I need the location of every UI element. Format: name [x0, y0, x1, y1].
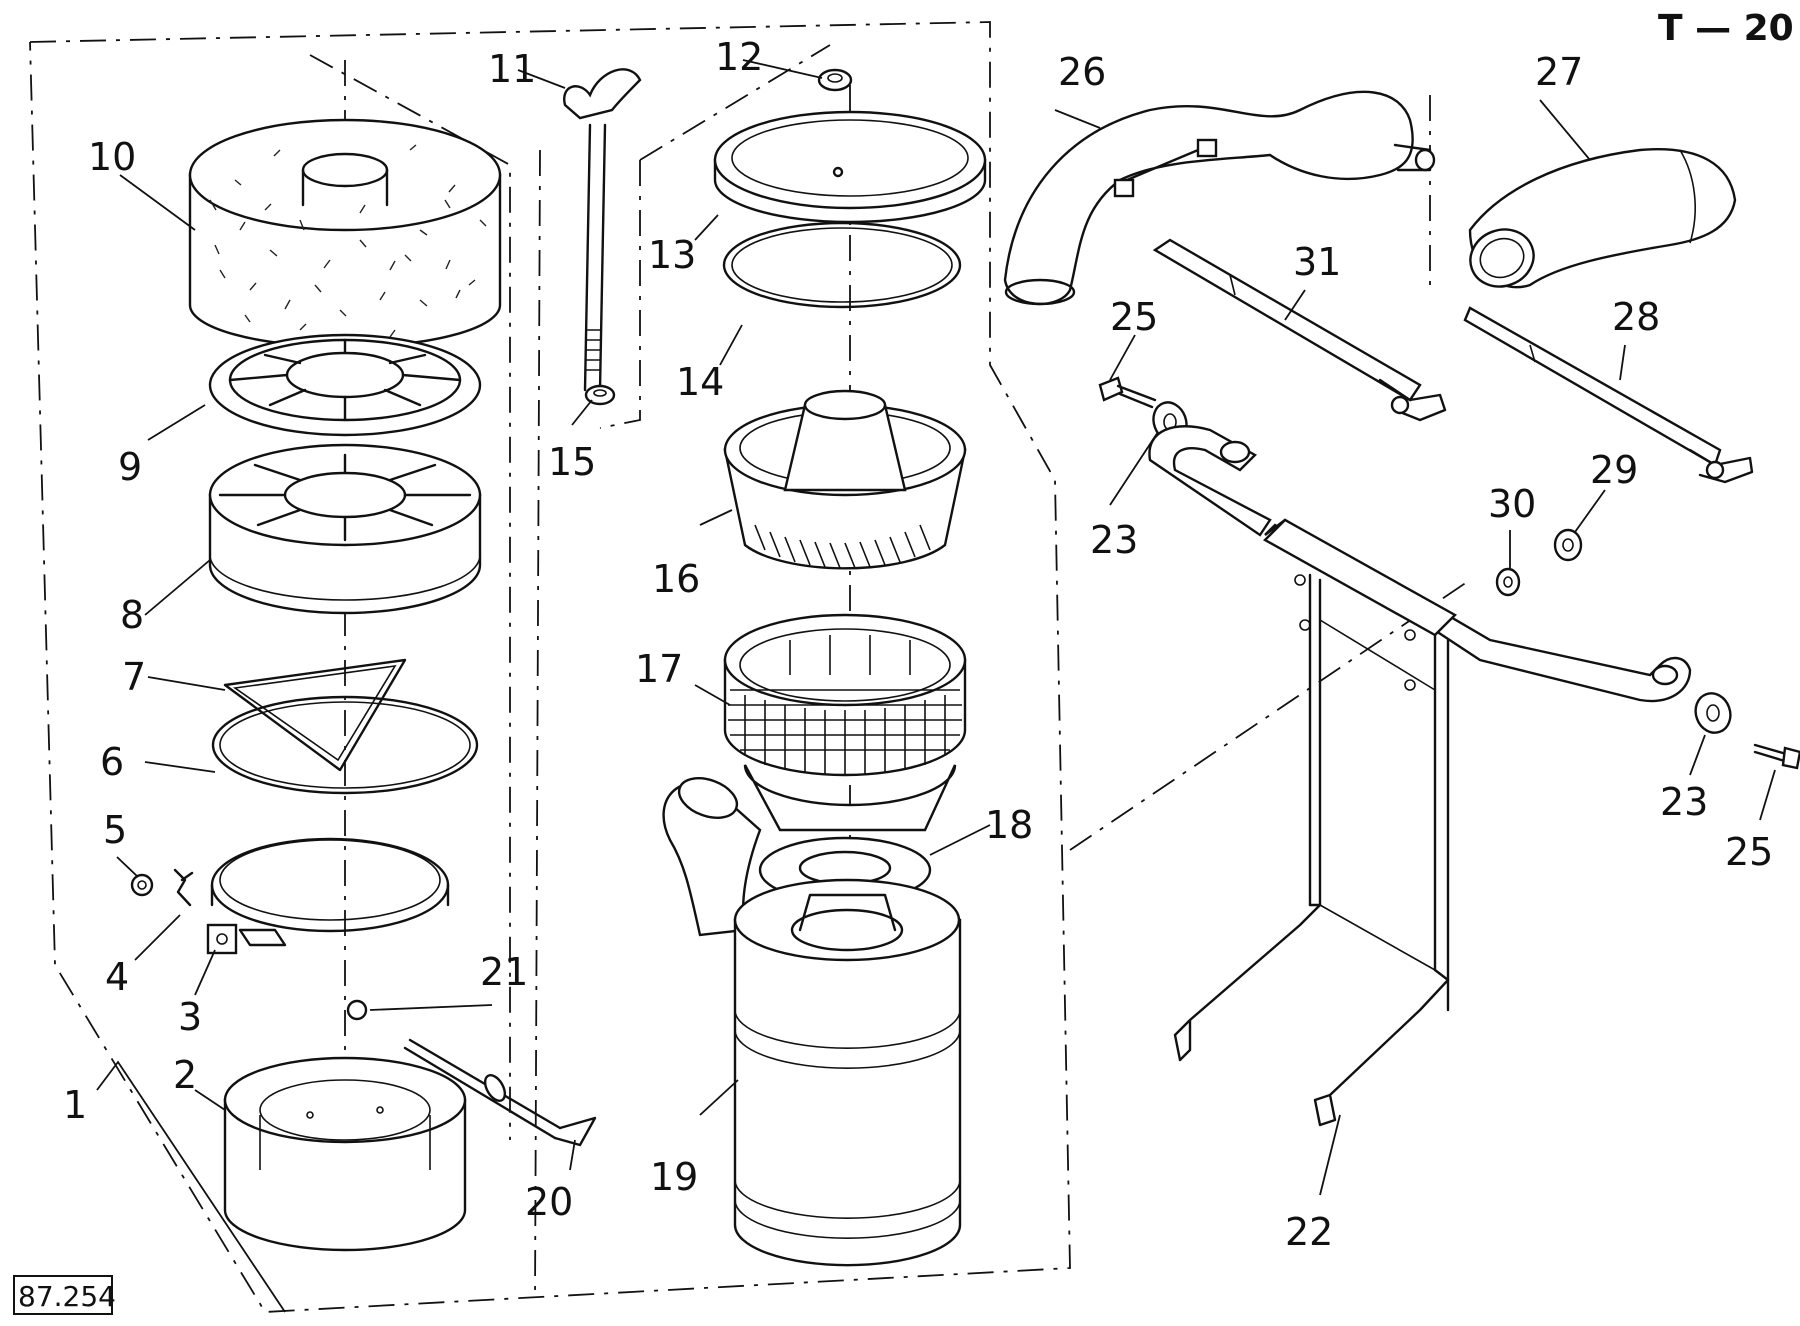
callout-3: 3: [178, 995, 202, 1039]
part-31-strap: [1152, 238, 1447, 422]
callout-22: 22: [1285, 1210, 1333, 1254]
part-8-filter-cartridge: [208, 443, 482, 615]
callout-7: 7: [122, 655, 146, 699]
callout-9: 9: [118, 445, 142, 489]
part-30-washer: [1495, 567, 1521, 597]
callout-20: 20: [525, 1180, 573, 1224]
callout-17: 17: [635, 647, 683, 691]
callout-23-top: 23: [1090, 518, 1138, 562]
leader-lines: [96, 59, 1776, 1313]
callout-30: 30: [1488, 482, 1536, 526]
part-23-spacer-right: [1694, 692, 1732, 734]
part-25-bolt-top: [1098, 376, 1157, 409]
part-15-nut: [584, 384, 616, 406]
part-6-o-ring: [211, 695, 479, 795]
part-22-mounting-bracket: [1148, 425, 1692, 1127]
callout-labels: 1 2 3 4 5 6 7 8 9 10 11 12 13 14 15 16 1…: [63, 35, 1773, 1254]
inlet-elbow: [662, 764, 957, 937]
part-17-mesh-screen: [723, 613, 967, 777]
part-10-pre-filter-element: [188, 118, 502, 349]
drawing-number-box: 87.254: [13, 1275, 116, 1315]
part-28-strap: [1463, 306, 1754, 484]
part-19-housing: [733, 878, 962, 1267]
part-12-cap-nut: [817, 68, 853, 92]
callout-4: 4: [105, 955, 129, 999]
callout-25-right: 25: [1725, 830, 1773, 874]
part-13-cover: [713, 110, 987, 224]
callout-16: 16: [652, 557, 700, 601]
callout-12: 12: [715, 35, 763, 79]
part-7-triangular-seal: [223, 658, 407, 772]
part-29-nut: [1553, 528, 1583, 562]
callout-5: 5: [103, 808, 127, 852]
callout-15: 15: [548, 440, 596, 484]
sheet-code: T — 20: [1658, 8, 1794, 49]
part-14-gasket: [722, 221, 962, 309]
part-2-dust-bowl: [223, 1056, 467, 1252]
callout-14: 14: [676, 360, 724, 404]
callout-23-right: 23: [1660, 780, 1708, 824]
callout-21: 21: [480, 950, 528, 994]
callout-29: 29: [1590, 448, 1638, 492]
part-16-cyclone-vane: [723, 389, 967, 570]
callout-1: 1: [63, 1083, 87, 1127]
callout-2: 2: [173, 1053, 197, 1097]
callout-10: 10: [88, 135, 136, 179]
part-26-intake-pipe: [1003, 90, 1436, 306]
part-20-tie-rod: [346, 999, 597, 1147]
part-9-baffle-ring: [208, 333, 482, 437]
part-25-bolt-right: [1753, 743, 1800, 770]
callout-26: 26: [1058, 50, 1106, 94]
callout-31: 31: [1293, 240, 1341, 284]
callout-25-top: 25: [1110, 295, 1158, 339]
part-11-wing-bolt: [563, 68, 642, 392]
clamp-band: [130, 837, 450, 955]
drawing-number: 87.254: [18, 1280, 116, 1313]
callout-6: 6: [100, 740, 124, 784]
callout-19: 19: [650, 1155, 698, 1199]
callout-18: 18: [985, 803, 1033, 847]
callout-28: 28: [1612, 295, 1660, 339]
callout-13: 13: [648, 233, 696, 277]
callout-11: 11: [488, 47, 536, 91]
callout-8: 8: [120, 593, 144, 637]
part-27-rubber-elbow: [1468, 148, 1737, 289]
callout-27: 27: [1535, 50, 1583, 94]
